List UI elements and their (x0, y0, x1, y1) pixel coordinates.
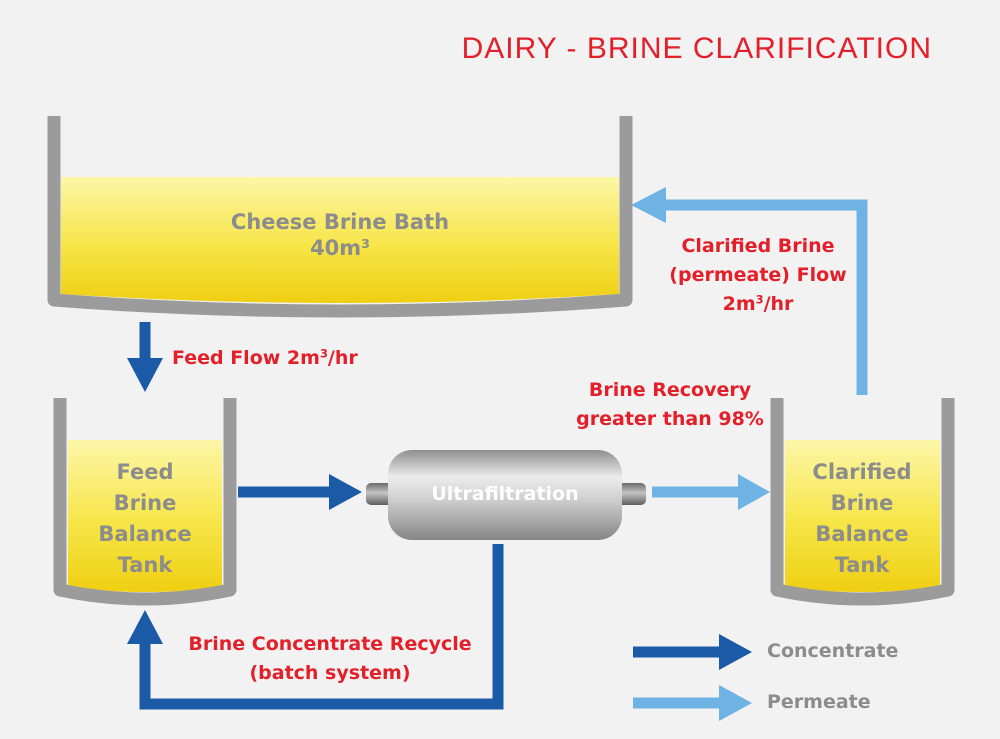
clarified-tank-label-line: Balance (815, 522, 909, 546)
clarified-tank-brine-fill (785, 440, 940, 592)
clarified-brine-balance-tank (770, 398, 955, 606)
feed-flow-arrowhead (127, 358, 163, 392)
cheese-bath-label: Cheese Brine Bath 40m3 (200, 210, 480, 261)
cheese-brine-bath (47, 116, 633, 318)
cheese-bath-volume-value: 40m (310, 235, 362, 260)
clarified-tank-vessel (770, 398, 955, 606)
clarified-flow-rate: 2m (722, 293, 756, 315)
ultrafiltration-unit (366, 450, 646, 540)
feed-tank-label-line: Tank (117, 553, 173, 577)
clarified-flow-unit: /hr (763, 293, 794, 315)
cheese-bath-vessel (47, 116, 633, 318)
clarified-return-arrowhead (631, 187, 666, 223)
feed-brine-balance-tank (53, 398, 237, 606)
legend-permeate-arrowhead (719, 685, 752, 721)
feed-tank-brine-fill (68, 440, 222, 592)
clarified-tank-label-line: Clarified (812, 460, 912, 484)
ultrafiltration-label: Ultrafiltration (431, 483, 579, 505)
uf-feed-arrowhead (329, 474, 362, 510)
feed-flow-text: Feed Flow 2m (172, 347, 320, 369)
brine-recovery-label: Brine Recovery greater than 98% (570, 376, 770, 434)
feed-tank-label-line: Feed (116, 460, 174, 484)
brine-recovery-line2: greater than 98% (576, 408, 764, 430)
feed-tank-label-line: Brine (113, 491, 177, 515)
uf-outlet-port (616, 483, 646, 505)
feed-flow-unit: /hr (327, 347, 358, 369)
feed-flow-label: Feed Flow 2m3/hr (172, 347, 358, 370)
recycle-label: Brine Concentrate Recycle (batch system) (180, 630, 480, 688)
recycle-loop-line (139, 544, 504, 710)
feed-tank-label: Feed Brine Balance Tank (70, 457, 220, 581)
clarified-return-line (662, 199, 868, 395)
cheese-bath-volume: 40m3 (200, 236, 480, 262)
clarified-flow-line1: Clarified Brine (681, 235, 835, 257)
permeate-flows (631, 187, 868, 510)
feed-tank-vessel (53, 398, 237, 606)
clarified-flow-exponent: 3 (755, 292, 764, 307)
cheese-bath-volume-exponent: 3 (361, 235, 370, 251)
recycle-arrowhead (127, 610, 163, 644)
brine-recovery-line1: Brine Recovery (588, 379, 752, 401)
recycle-line1: Brine Concentrate Recycle (188, 633, 472, 655)
clarified-flow-line3: 2m3/hr (668, 290, 848, 319)
feed-tank-label-line: Balance (98, 522, 192, 546)
uf-membrane-housing (388, 450, 622, 540)
clarified-flow-line2: (permeate) Flow (669, 264, 847, 286)
legend-concentrate-arrowhead (719, 634, 752, 670)
feed-flow-exponent: 3 (319, 346, 328, 361)
clarified-tank-label-line: Tank (834, 553, 890, 577)
permeate-out-arrowhead (738, 474, 770, 510)
legend-permeate-label: Permeate (767, 691, 871, 713)
legend-concentrate-label: Concentrate (767, 640, 899, 662)
cheese-bath-name: Cheese Brine Bath (230, 210, 450, 234)
concentrate-flows (127, 322, 504, 710)
clarified-flow-label: Clarified Brine (permeate) Flow 2m3/hr (668, 232, 848, 319)
clarified-tank-label: Clarified Brine Balance Tank (787, 457, 937, 581)
legend-graphics (633, 634, 752, 721)
recycle-line2: (batch system) (249, 662, 411, 684)
page-title: DAIRY - BRINE CLARIFICATION (461, 32, 932, 65)
cheese-bath-brine-fill (61, 177, 619, 303)
clarified-tank-label-line: Brine (830, 491, 894, 515)
